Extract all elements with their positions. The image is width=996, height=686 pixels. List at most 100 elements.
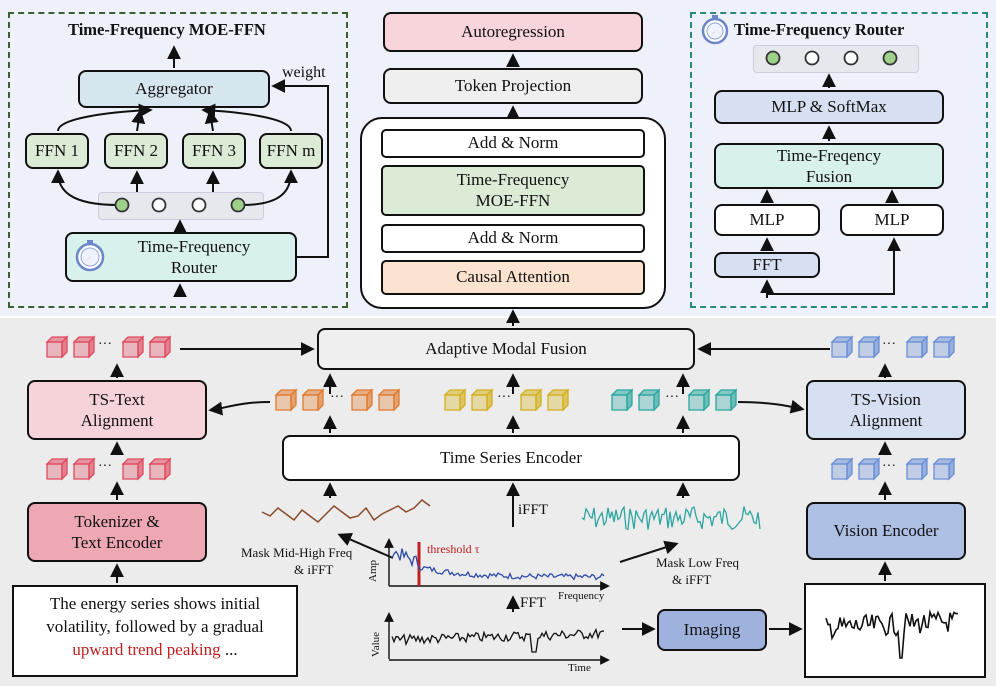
timeseries-plot bbox=[384, 612, 610, 665]
text-token-cube bbox=[148, 335, 172, 359]
vision-token-cube bbox=[905, 335, 929, 359]
add-norm-bottom: Add & Norm bbox=[381, 224, 645, 253]
vision-token-cube bbox=[830, 335, 854, 359]
text-token-cube bbox=[45, 457, 69, 481]
ts-text-line1: TS-Text bbox=[89, 389, 145, 409]
fft-box: FFT bbox=[714, 252, 820, 278]
ts-text-alignment-box: TS-Text Alignment bbox=[27, 380, 207, 440]
mask-mid-line1: Mask Mid-High Freq bbox=[241, 545, 353, 560]
token-cubes bbox=[45, 335, 956, 481]
fusion-line2: Fusion bbox=[805, 167, 853, 186]
teal-token-cube bbox=[637, 388, 661, 412]
frequency-axis-label: Frequency bbox=[558, 590, 605, 602]
arrow-ffnm-agg bbox=[201, 103, 292, 132]
text-token-cube bbox=[72, 335, 96, 359]
fft-label: FFT bbox=[520, 595, 546, 611]
router-frame bbox=[690, 12, 988, 308]
text-token-cube bbox=[121, 457, 145, 481]
autoregression-box: Autoregression bbox=[383, 12, 643, 52]
compass-icon bbox=[701, 15, 729, 45]
teal-token-cube bbox=[687, 388, 711, 412]
spectrum-plot bbox=[384, 538, 610, 591]
yellow-token-cube bbox=[470, 388, 494, 412]
orange-token-cube bbox=[301, 388, 325, 412]
arrow-in-mlpr bbox=[767, 237, 901, 295]
arrow-to-ffn1 bbox=[51, 169, 119, 206]
vision-encoder-box: Vision Encoder bbox=[806, 502, 966, 560]
moe-router-line1: Time-Frequency bbox=[137, 236, 251, 256]
decoder-moe-line2: MOE-FFN bbox=[475, 190, 551, 210]
text-token-cube bbox=[121, 335, 145, 359]
orange-token-cube bbox=[274, 388, 298, 412]
threshold-label: threshold τ bbox=[427, 542, 480, 556]
expert-ffn-1: FFN 1 bbox=[25, 133, 89, 169]
decoder-moe-line1: Time-Frequency bbox=[456, 169, 570, 189]
text-input-red: upward trend peaking bbox=[72, 639, 221, 659]
compass-icon bbox=[75, 240, 105, 272]
arrow-ffn3-agg bbox=[204, 109, 219, 132]
tokenizer-line2: Text Encoder bbox=[71, 533, 163, 552]
router-title: Time-Frequency Router bbox=[734, 20, 905, 39]
teal-token-cube bbox=[610, 388, 634, 412]
tokenizer-box: Tokenizer & Text Encoder bbox=[27, 502, 207, 562]
teal-token-cube bbox=[714, 388, 738, 412]
moe-ffn-title: Time-Frequency MOE-FFN bbox=[68, 20, 266, 39]
yellow-token-cube bbox=[443, 388, 467, 412]
vision-token-cube bbox=[905, 457, 929, 481]
arrow-teal-tsvis bbox=[737, 399, 805, 414]
ellipsis-red-mid: ··· bbox=[98, 459, 112, 474]
token-projection-box: Token Projection bbox=[383, 68, 643, 104]
ts-vision-line1: TS-Vision bbox=[851, 389, 921, 409]
causal-attention-box: Causal Attention bbox=[381, 260, 645, 295]
decoder-moe-ffn: Time-Frequency MOE-FFN bbox=[381, 165, 645, 216]
orange-token-cube bbox=[377, 388, 401, 412]
ellipsis-orange: ··· bbox=[330, 390, 344, 405]
mlp-right-box: MLP bbox=[840, 204, 944, 236]
tokenizer-line1: Tokenizer & bbox=[74, 511, 160, 531]
aggregator-box: Aggregator bbox=[78, 70, 270, 108]
expert-ffn-2: FFN 2 bbox=[104, 133, 168, 169]
yellow-token-cube bbox=[519, 388, 543, 412]
text-input-black: The energy series shows initial volatili… bbox=[46, 594, 264, 636]
arrow-weight bbox=[271, 79, 329, 258]
arrow-mask-mid bbox=[337, 533, 394, 559]
adaptive-fusion-box: Adaptive Modal Fusion bbox=[317, 328, 695, 370]
arrow-to-ffnm bbox=[241, 169, 298, 206]
low-freq-signal bbox=[261, 499, 431, 523]
text-token-cube bbox=[148, 457, 172, 481]
image-signal bbox=[825, 608, 959, 659]
moe-gate-slots bbox=[114, 197, 246, 213]
moe-ffn-frame bbox=[8, 12, 348, 308]
time-axis-label: Time bbox=[568, 662, 591, 674]
vision-token-cube bbox=[857, 335, 881, 359]
ellipsis-top-left: ··· bbox=[98, 337, 112, 352]
time-series-encoder-box: Time Series Encoder bbox=[282, 435, 740, 481]
vision-token-cube bbox=[932, 457, 956, 481]
mlp-left-box: MLP bbox=[714, 204, 820, 236]
text-token-cube bbox=[72, 457, 96, 481]
ts-vision-line2: Alignment bbox=[849, 411, 923, 430]
expert-ffn-3: FFN 3 bbox=[182, 133, 246, 169]
high-freq-signal bbox=[581, 505, 761, 531]
mask-low-line1: Mask Low Freq bbox=[656, 555, 740, 570]
arrow-ffn1-agg bbox=[57, 103, 153, 132]
ifft-label: iFFT bbox=[518, 502, 549, 518]
text-input-box: The energy series shows initial volatili… bbox=[12, 585, 298, 677]
arrow-mask-low bbox=[619, 540, 679, 563]
moe-router-line2: Router bbox=[170, 258, 218, 277]
fusion-line1: Time-Freqency bbox=[776, 145, 882, 165]
mask-low-line2: & iFFT bbox=[672, 572, 712, 587]
vision-image-frame bbox=[804, 583, 986, 678]
add-norm-top: Add & Norm bbox=[381, 129, 645, 158]
expert-ffn-m: FFN m bbox=[259, 133, 323, 169]
ts-vision-alignment-box: TS-Vision Alignment bbox=[806, 380, 966, 440]
ts-text-line2: Alignment bbox=[80, 411, 154, 430]
yellow-token-cube bbox=[546, 388, 570, 412]
ellipsis-top-right: ··· bbox=[882, 337, 896, 352]
orange-token-cube bbox=[350, 388, 374, 412]
mask-mid-line2: & iFFT bbox=[294, 562, 334, 577]
vision-token-cube bbox=[830, 457, 854, 481]
fusion-box: Time-Freqency Fusion bbox=[714, 143, 944, 189]
imaging-box: Imaging bbox=[657, 609, 767, 651]
mlp-softmax-box: MLP & SoftMax bbox=[714, 90, 944, 124]
